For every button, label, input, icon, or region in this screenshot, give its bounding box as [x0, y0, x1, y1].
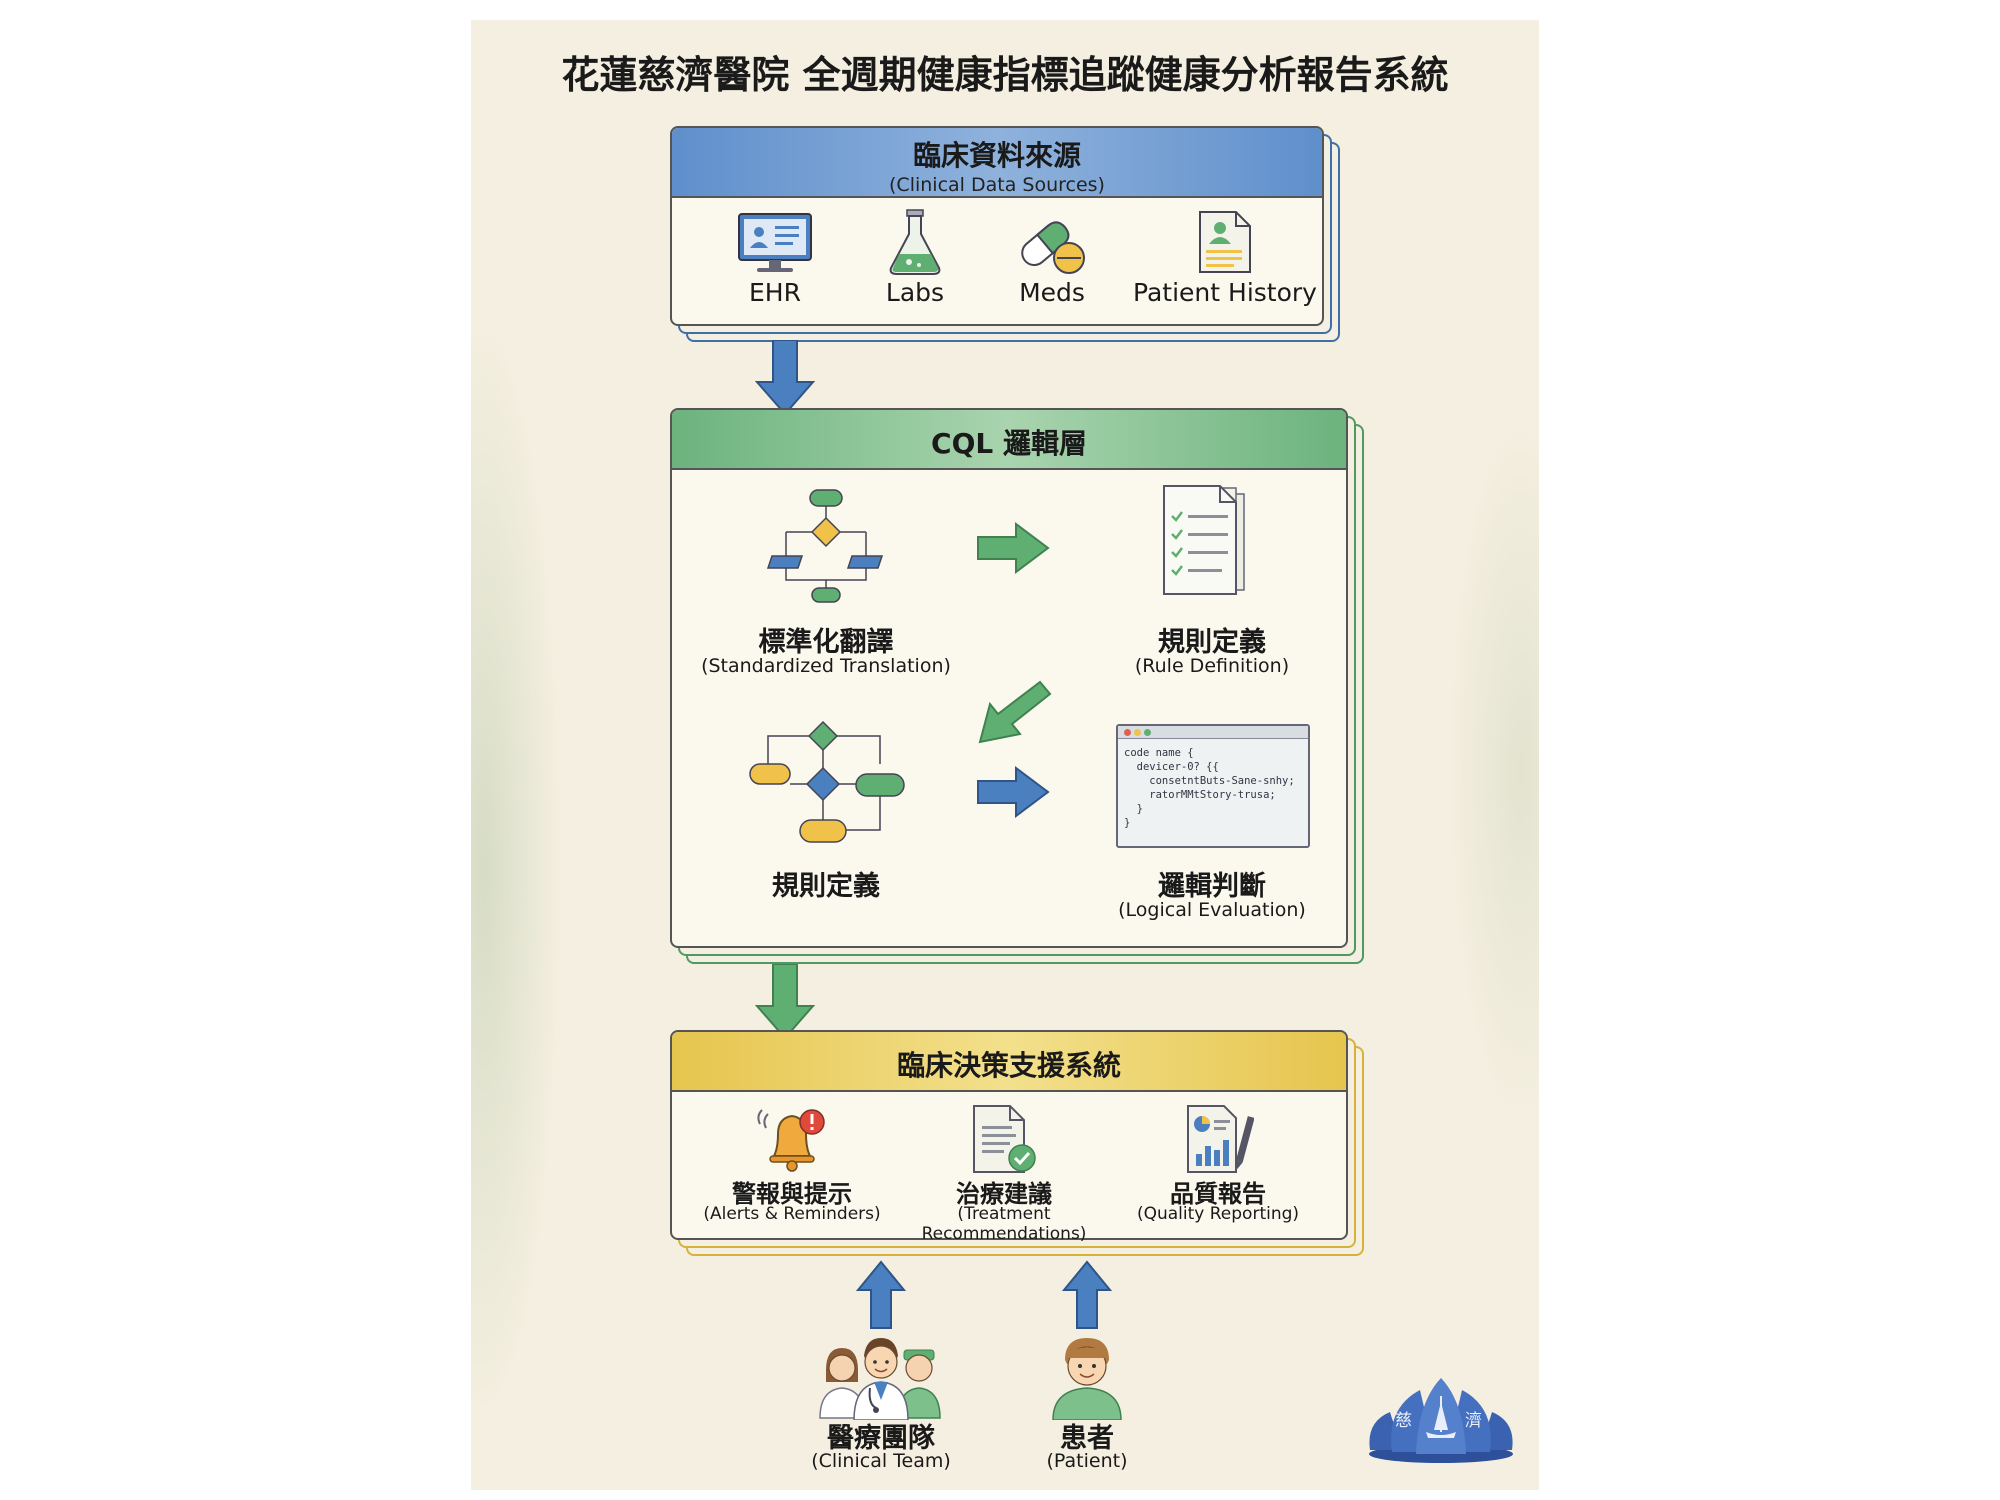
code-window-titlebar: [1118, 726, 1308, 739]
source-label-ehr: EHR: [749, 278, 801, 307]
source-label-patient-history: Patient History: [1133, 278, 1317, 307]
poster: 花蓮慈濟醫院 全週期健康指標追蹤健康分析報告系統 臨床資料來源 (Clinica…: [471, 20, 1539, 1490]
step-title-logical-evaluation: 邏輯判斷: [1158, 871, 1266, 902]
diagonal-arrow-icon: [978, 680, 1052, 744]
cdss-panel: 臨床決策支援系統: [670, 1030, 1348, 1244]
step-title-standardized-translation: 標準化翻譯: [758, 627, 894, 658]
code-line: consetntButs-Sane-snhy;: [1124, 775, 1295, 787]
close-dot-icon: [1124, 729, 1131, 736]
cdss-header: 臨床決策支援系統: [672, 1032, 1346, 1092]
logo-char-chi: 濟: [1465, 1411, 1482, 1431]
source-label-meds: Meds: [1019, 278, 1085, 307]
output-title-alerts: 警報與提示: [732, 1180, 852, 1208]
user-subtitle-clinical-team: (Clinical Team): [811, 1450, 951, 1472]
user-title-clinical-team: 醫療團隊: [827, 1423, 935, 1454]
document-list-icon: [1163, 485, 1245, 595]
patient-record-icon: [1199, 211, 1251, 273]
page-title: 花蓮慈濟醫院 全週期健康指標追蹤健康分析報告系統: [561, 53, 1449, 97]
code-line: ratorMMtStory-trusa;: [1124, 789, 1276, 801]
user-subtitle-patient: (Patient): [1046, 1450, 1128, 1472]
flask-icon: [889, 209, 941, 275]
minimize-dot-icon: [1134, 729, 1141, 736]
clinical-data-sources-panel: 臨床資料來源 (Clinical Data Sources): [670, 126, 1324, 326]
report-chart-icon: [1187, 1105, 1254, 1173]
up-arrow-icon: [1062, 1260, 1112, 1329]
right-arrow-icon: [977, 522, 1050, 574]
sources-title: 臨床資料來源: [912, 139, 1081, 172]
sources-subtitle: (Clinical Data Sources): [889, 174, 1105, 196]
watercolor-wash: [471, 320, 561, 1420]
up-arrow-icon: [856, 1260, 906, 1329]
tzu-chi-lotus-logo: [1369, 1378, 1513, 1463]
step-title-rule-definition: 規則定義: [1158, 627, 1266, 658]
clinical-team-icon: [819, 1338, 941, 1420]
maximize-dot-icon: [1144, 729, 1151, 736]
right-arrow-icon: [977, 766, 1050, 818]
output-subtitle-alerts: (Alerts & Reminders): [703, 1204, 881, 1224]
down-arrow-icon: [755, 964, 815, 1040]
step-subtitle-rule-definition: (Rule Definition): [1134, 655, 1290, 677]
pill-icon: [1021, 221, 1085, 274]
cdss-title: 臨床決策支援系統: [896, 1049, 1121, 1082]
logo-char-tzu: 慈: [1395, 1411, 1412, 1431]
code-line: code name {: [1124, 747, 1194, 759]
code-line: }: [1124, 803, 1143, 815]
checked-document-icon: [973, 1105, 1036, 1173]
output-subtitle-quality: (Quality Reporting): [1136, 1204, 1300, 1224]
monitor-icon: [738, 213, 812, 272]
watercolor-wash: [1449, 420, 1539, 1120]
decision-flow-icon: [749, 720, 905, 843]
output-title-quality: 品質報告: [1170, 1180, 1266, 1208]
output-title-treatment: 治療建議: [956, 1180, 1052, 1208]
cql-title: CQL 邏輯層: [931, 427, 1087, 460]
cql-header: CQL 邏輯層: [672, 410, 1346, 470]
code-window-icon: code name { devicer-0? {{ consetntButs-S…: [1116, 724, 1310, 848]
step-subtitle-standardized-translation: (Standardized Translation): [701, 655, 951, 677]
step-subtitle-logical-evaluation: (Logical Evaluation): [1118, 899, 1306, 921]
cql-logic-panel: CQL 邏輯層: [670, 408, 1348, 948]
flowchart-icon: [766, 489, 884, 603]
code-line: devicer-0? {{: [1124, 761, 1219, 773]
code-line: }: [1124, 817, 1131, 829]
output-subtitle-treatment: (Treatment Recommendations): [921, 1204, 1087, 1244]
clinical-data-sources-header: 臨床資料來源 (Clinical Data Sources): [672, 128, 1322, 198]
user-title-patient: 患者: [1060, 1423, 1114, 1454]
down-arrow-icon: [755, 340, 815, 416]
source-label-labs: Labs: [885, 278, 945, 307]
patient-icon: [1052, 1338, 1122, 1420]
step-title-rule-definition-2: 規則定義: [772, 871, 880, 902]
alert-bell-icon: [757, 1109, 825, 1172]
